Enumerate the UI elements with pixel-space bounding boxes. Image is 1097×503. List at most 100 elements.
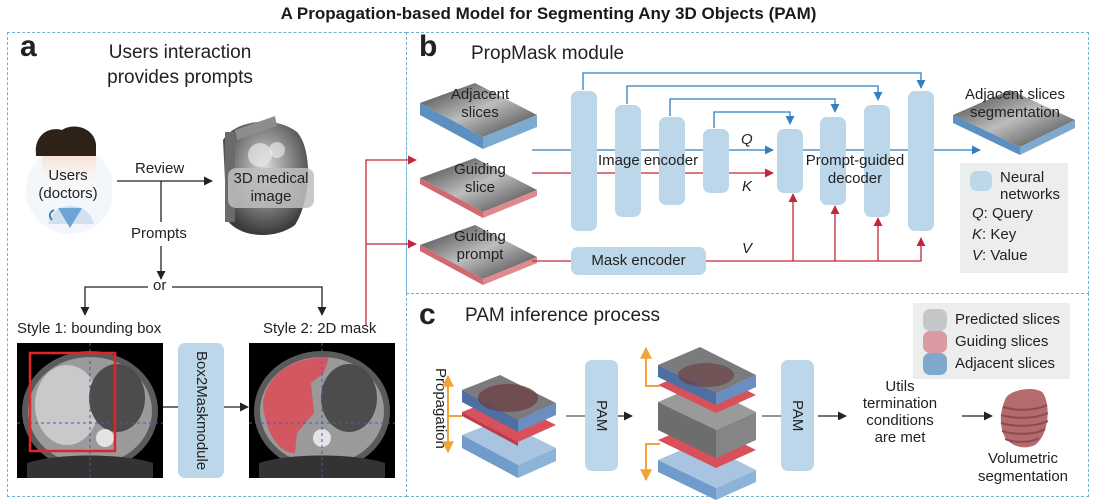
skip-connection-2: [626, 85, 883, 104]
output-label-line2: segmentation: [969, 104, 1061, 121]
guiding-slice-label-line1: Guiding: [454, 161, 506, 178]
ct-slice-bounding-box: [17, 343, 163, 478]
adjacent-slices-tile: [420, 83, 537, 149]
termination-line2: termination: [862, 395, 938, 412]
decoder-label: Prompt-guided decoder: [802, 152, 908, 188]
pam-block-1-label: PAM: [593, 399, 610, 432]
skip-connection-4: [713, 111, 795, 128]
guiding-slice-tile: [420, 158, 537, 218]
decoder-label-line1: Prompt-guided: [805, 152, 905, 169]
pam-block-2-label: PAM: [789, 399, 806, 432]
guiding-prompt-label-line2: prompt: [456, 246, 504, 263]
guiding-slice-label-line2: slice: [464, 179, 495, 196]
output-segmentation-label: Adjacent slices segmentation: [955, 86, 1075, 122]
prompts-label: Prompts: [131, 225, 187, 242]
nn-swatch: [970, 171, 992, 191]
skip-connection-1: [582, 72, 926, 90]
guiding-prompt-label: Guiding prompt: [445, 228, 515, 264]
skip-connection-3: [669, 98, 840, 116]
box2mask-label: Box2Mask module: [178, 343, 224, 478]
image-encoder-block-2: [615, 105, 641, 217]
adjacent-slices-label-line1: Adjacent: [450, 86, 510, 103]
legend-item-guiding: Guiding slices: [923, 331, 1048, 353]
legend-k-symbol: K: [972, 226, 983, 243]
termination-arrows: [818, 411, 993, 420]
pam-block-2: PAM: [781, 360, 814, 471]
guiding-label: Guiding slices: [955, 333, 1049, 350]
legend-q-text: : Query: [983, 205, 1033, 222]
user-label-line1: Users: [48, 167, 88, 184]
legend-item-predicted: Predicted slices: [923, 309, 1060, 331]
volumetric-label: Volumetric segmentation: [968, 450, 1078, 486]
box2mask-module: Box2Mask module: [178, 343, 224, 478]
legend-query: Q: Query: [972, 205, 1033, 223]
ct-slice-2d-mask: [249, 343, 395, 478]
bounding-box: [28, 351, 117, 453]
liver-mask: [263, 357, 329, 453]
mask-encoder-block: Mask encoder: [571, 247, 706, 275]
image-encoder-block-4: [703, 129, 729, 193]
legend-v-text: : Value: [982, 247, 1028, 264]
nn-legend-label: Neural networks: [1000, 169, 1060, 203]
doctor-avatar-icon: [26, 126, 112, 234]
decoder-block-3: [864, 105, 890, 217]
panel-b-label: b: [419, 30, 438, 63]
panel-a-flow-arrows: [80, 176, 327, 412]
image-encoder-block-3: [659, 117, 685, 205]
segmentation-output-tile: [953, 90, 1075, 155]
input-slice-stack: [462, 375, 556, 478]
user-label: Users (doctors): [28, 167, 108, 203]
mask-to-propmask-connector: [365, 155, 417, 325]
style2-label: Style 2: 2D mask: [263, 320, 377, 337]
q-label: Q: [741, 131, 753, 148]
or-left-branch: [80, 286, 148, 316]
panel-a-label: a: [20, 30, 37, 63]
guiding-prompt-label-line1: Guiding: [454, 228, 506, 245]
termination-line4: are met: [874, 429, 926, 446]
predicted-label: Predicted slices: [955, 311, 1061, 328]
adjacent-swatch: [923, 353, 947, 375]
propagation-label: Propagation: [432, 368, 449, 449]
review-label: Review: [135, 160, 185, 177]
panel-b-legend: Neural networks Q: Query K: Key V: Value: [960, 163, 1068, 273]
legend-value: V: Value: [972, 247, 1028, 265]
box2mask-label-line1: Box2Mask: [193, 350, 210, 421]
adjacent-label: Adjacent slices: [955, 355, 1056, 372]
panel-c-legend: Predicted slices Guiding slices Adjacent…: [913, 303, 1070, 379]
v-label: V: [742, 240, 753, 257]
legend-key: K: Key: [972, 226, 1016, 244]
or-right-branch: [172, 286, 327, 316]
panel-c: [406, 293, 1089, 497]
panel-b-heading: PropMask module: [471, 43, 625, 64]
user-label-line2: (doctors): [38, 185, 98, 202]
output-label-line1: Adjacent slices: [964, 86, 1066, 103]
termination-line1: Utils: [885, 378, 915, 395]
slice-tiles: [420, 83, 537, 285]
adjacent-slices-label: Adjacent slices: [445, 86, 515, 122]
nn-legend-line2: networks: [1000, 186, 1061, 203]
style1-label: Style 1: bounding box: [17, 320, 162, 337]
legend-v-symbol: V: [972, 247, 983, 264]
decoder-block-2: [820, 117, 846, 205]
termination-line3: conditions: [866, 412, 934, 429]
guiding-prompt-tile: [420, 225, 537, 285]
decoder-block-4: [908, 91, 934, 231]
box2mask-label-line2: module: [193, 420, 210, 471]
3d-image-label: 3D medical image: [228, 168, 314, 208]
decoder-label-line2: decoder: [827, 170, 883, 187]
figure-title: A Propagation-based Model for Segmenting…: [280, 4, 817, 23]
3d-image-label-line2: image: [250, 188, 292, 205]
panel-a-heading-line1: Users interaction: [108, 42, 252, 63]
3d-image-label-line1: 3D medical: [233, 170, 309, 187]
guiding-slice-label: Guiding slice: [445, 161, 515, 197]
adjacent-slices-label-line2: slices: [461, 104, 499, 121]
panel-c-heading: PAM inference process: [465, 305, 661, 326]
or-label: or: [153, 277, 167, 294]
termination-label: Utils termination conditions are met: [845, 378, 955, 446]
predicted-swatch: [923, 309, 947, 331]
panel-c-label: c: [419, 298, 436, 331]
nn-legend-line1: Neural: [1000, 169, 1045, 186]
pam-block-1: PAM: [585, 360, 618, 471]
volumetric-label-line1: Volumetric: [987, 450, 1059, 467]
decoder-block-1: [777, 129, 803, 193]
